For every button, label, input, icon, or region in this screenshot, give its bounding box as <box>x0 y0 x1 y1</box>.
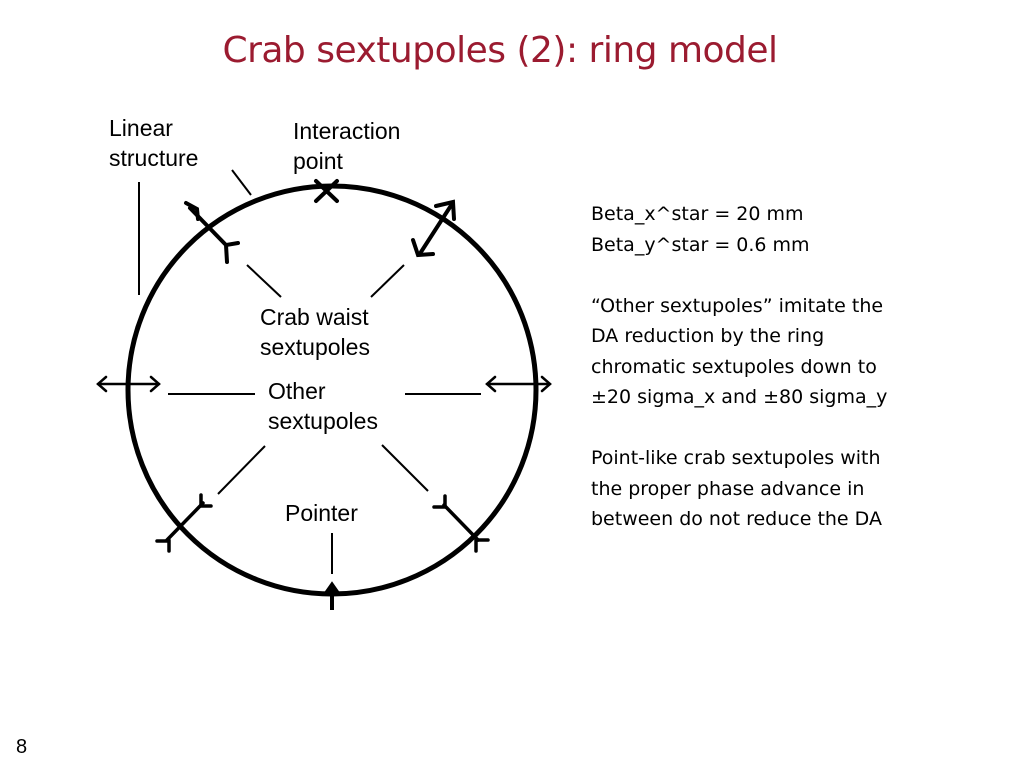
other-sextupoles-label-line1: Other <box>268 378 326 404</box>
note2-line3: between do not reduce the DA <box>591 508 882 530</box>
crab-waist-leader-right <box>370 264 405 298</box>
ring <box>125 183 539 597</box>
interaction-point-label-line2: point <box>293 148 343 174</box>
note1-line2: DA reduction by the ring <box>591 325 825 347</box>
notes: Beta_x^star = 20 mm Beta_y^star = 0.6 mm… <box>591 199 1011 535</box>
note1-line1: “Other sextupoles” imitate the <box>591 294 884 317</box>
page-number: 8 <box>16 736 28 758</box>
note2-line1: Point-like crab sextupoles with <box>591 447 881 469</box>
pointer-label: Pointer <box>285 500 358 526</box>
other-sextupoles-leader-lower-right <box>381 444 429 492</box>
other-sextupoles-label-line2: sextupoles <box>268 408 378 434</box>
linear-structure-leader-diagonal <box>231 169 252 196</box>
sextupole-lower-left-marker <box>155 493 213 553</box>
beta-x-star: Beta_x^star = 20 mm <box>591 203 804 225</box>
crab-sextupole-upper-right-arrow <box>411 199 456 258</box>
other-sextupoles-leader-lower-left <box>217 445 266 495</box>
slide-title: Crab sextupoles (2): ring model <box>222 30 778 71</box>
crab-waist-label-line2: sextupoles <box>260 334 370 360</box>
crab-waist-label-line1: Crab waist <box>260 304 369 330</box>
right-double-arrow <box>485 375 552 393</box>
crab-waist-leader-left <box>246 264 282 298</box>
interaction-point-label-line1: Interaction <box>293 118 400 144</box>
linear-structure-label-line1: Linear <box>109 115 173 141</box>
crab-sextupole-upper-left-marker <box>184 201 240 264</box>
interaction-point-marker <box>314 179 339 203</box>
note1-line4: ±20 sigma_x and ±80 sigma_y <box>591 386 888 408</box>
pointer-arrow <box>323 581 341 610</box>
note2-line2: the proper phase advance in <box>591 477 865 500</box>
beta-y-star: Beta_y^star = 0.6 mm <box>591 233 810 256</box>
sextupole-lower-right-marker <box>432 494 490 553</box>
linear-structure-label-line2: structure <box>109 145 198 171</box>
left-double-arrow <box>96 375 161 393</box>
note1-line3: chromatic sextupoles down to <box>591 355 877 378</box>
